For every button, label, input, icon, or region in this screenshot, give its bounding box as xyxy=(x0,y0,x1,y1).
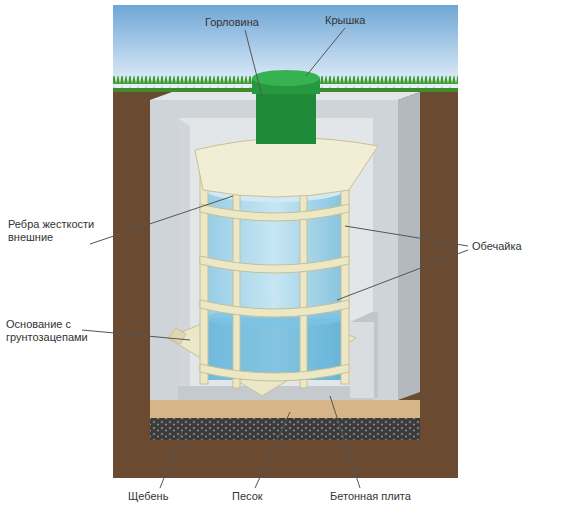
shell-ring xyxy=(200,300,349,317)
soil xyxy=(113,88,458,478)
shell-ring xyxy=(200,204,349,221)
part-label: Обечайка xyxy=(472,240,562,253)
leader-line xyxy=(160,432,182,488)
pit-wall xyxy=(150,100,398,400)
leader-line xyxy=(245,30,262,96)
part-label: Горловина xyxy=(205,16,295,29)
leader-line xyxy=(345,226,468,246)
part-label: Песок xyxy=(232,490,312,503)
lid xyxy=(252,70,320,86)
gravel-layer xyxy=(150,418,420,440)
pit-side-face xyxy=(398,92,420,400)
anchor-base xyxy=(168,298,356,396)
part-label: Щебень xyxy=(128,490,208,503)
part-label: Бетонная плита xyxy=(330,490,440,503)
leader-line xyxy=(90,196,233,244)
part-label: Основание с грунтозацепами xyxy=(6,318,106,344)
concrete-block xyxy=(350,322,374,398)
sand-layer xyxy=(150,400,420,418)
leader-line xyxy=(330,396,360,488)
leader-line xyxy=(306,28,345,76)
leader-line xyxy=(82,330,190,340)
leader-line xyxy=(337,250,468,300)
block-side xyxy=(350,312,378,398)
sky xyxy=(113,5,458,90)
neck xyxy=(256,86,316,144)
shell-ring xyxy=(200,256,349,273)
shell-ring xyxy=(200,364,349,381)
part-label: Крышка xyxy=(325,14,405,27)
leader-line xyxy=(255,412,290,488)
leader-lines xyxy=(82,28,468,488)
top-cover xyxy=(195,138,378,197)
ground-anchor xyxy=(168,328,186,344)
part-label: Ребра жесткости внешние xyxy=(8,218,113,244)
